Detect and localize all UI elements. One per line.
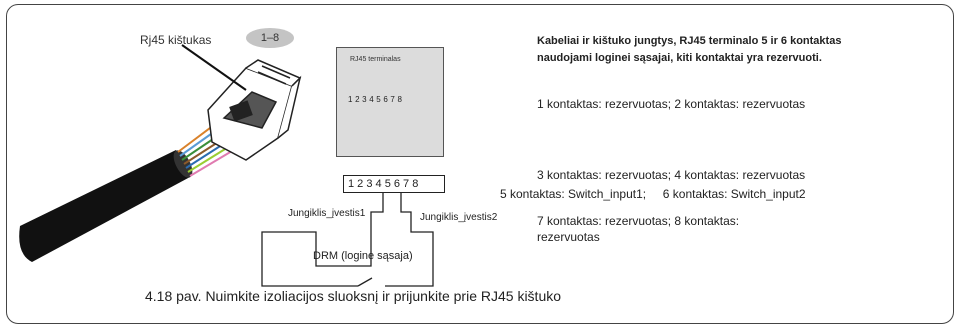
terminal-title: RJ45 terminalas bbox=[350, 56, 401, 63]
contacts-5-6: 5 kontaktas: Switch_input1; 6 kontaktas:… bbox=[500, 187, 806, 201]
terminal-pin-numbers: 1 2 3 4 5 6 7 8 bbox=[348, 95, 403, 104]
plug-label: Rj45 kištukas bbox=[140, 33, 212, 47]
drm-label: DRM (loginė sąsaja) bbox=[313, 250, 413, 262]
pin-range-badge: 1–8 bbox=[246, 28, 294, 48]
rj45-plug bbox=[207, 59, 302, 161]
terminal-panel bbox=[336, 47, 444, 157]
contacts-7-8: 7 kontaktas: rezervuotas; 8 kontaktas: r… bbox=[537, 214, 740, 244]
contacts-1-2: 1 kontaktas: rezervuotas; 2 kontaktas: r… bbox=[537, 97, 806, 111]
plug-pointer-line bbox=[181, 44, 247, 91]
figure-caption: 4.18 pav. Nuimkite izoliacijos sluoksnį … bbox=[145, 288, 562, 304]
switch-input1-label: Jungiklis_įvestis1 bbox=[288, 208, 366, 219]
drm-wiring bbox=[261, 193, 434, 287]
cable bbox=[19, 150, 193, 262]
switch-input2-label: Jungiklis_įvestis2 bbox=[420, 212, 498, 223]
figure-frame bbox=[6, 4, 954, 324]
description-heading: Kabeliai ir kištuko jungtys, RJ45 termin… bbox=[537, 35, 842, 64]
contacts-3-4: 3 kontaktas: rezervuotas; 4 kontaktas: r… bbox=[537, 168, 806, 182]
pin-number-strip: 1 2 3 4 5 6 7 8 bbox=[343, 175, 445, 193]
